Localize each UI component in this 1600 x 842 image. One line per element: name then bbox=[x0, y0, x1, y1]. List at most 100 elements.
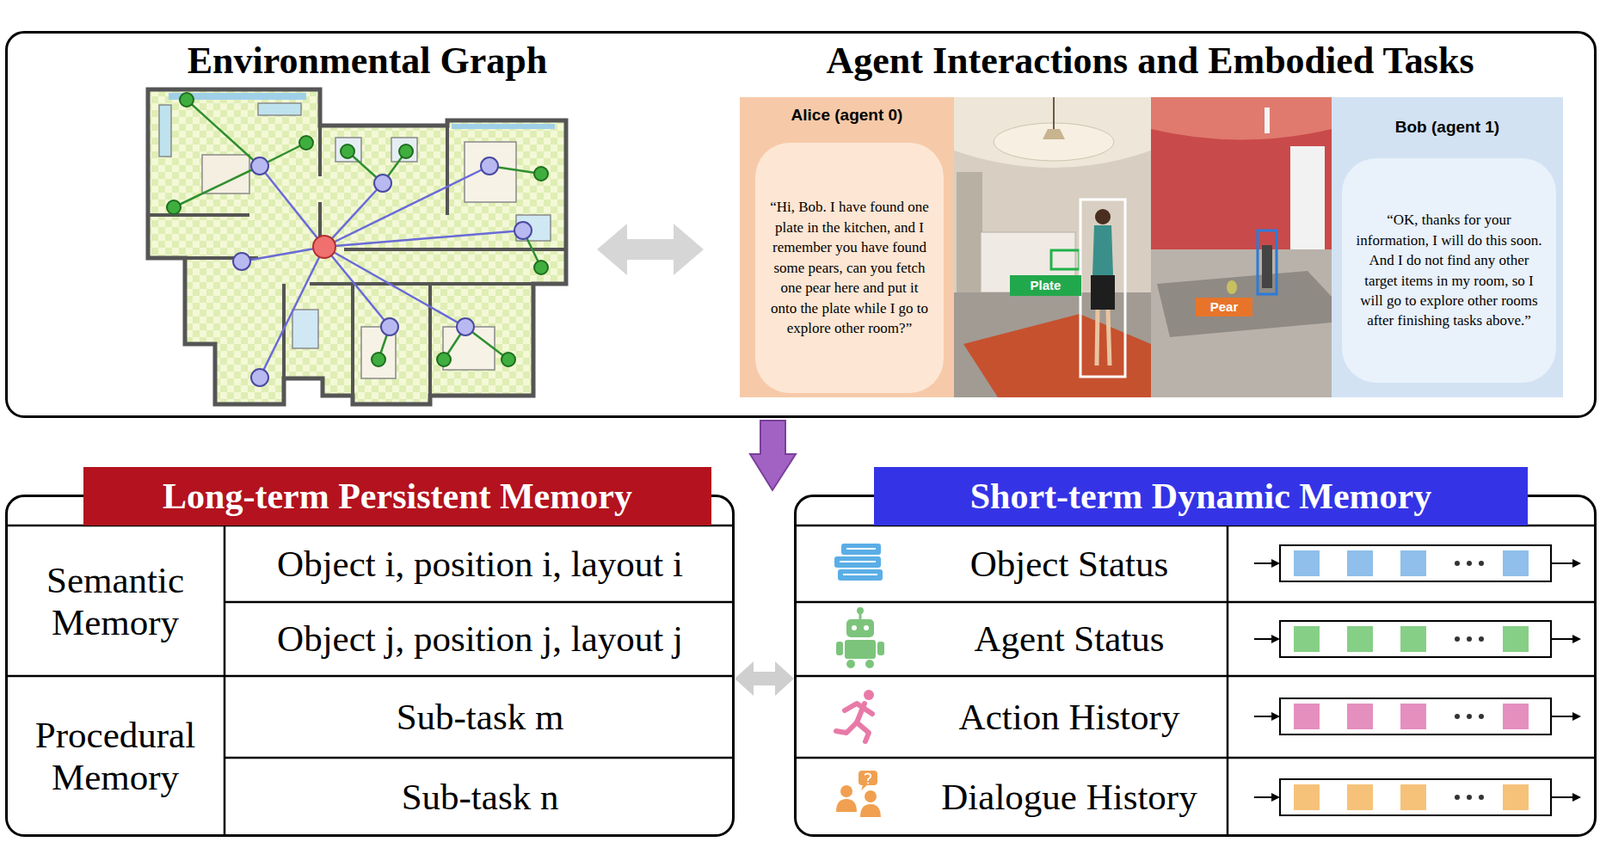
dialogue-icon bbox=[860, 804, 881, 818]
table-cell: Sub-task n bbox=[228, 760, 732, 835]
robot-icon bbox=[846, 619, 874, 638]
dialogue-icon bbox=[836, 799, 857, 813]
object-tag: Plate bbox=[1009, 275, 1082, 296]
double-arrow bbox=[596, 223, 704, 276]
double-arrow bbox=[734, 661, 794, 696]
floor-plan bbox=[241, 246, 325, 262]
table-lines bbox=[796, 601, 1594, 604]
floor-plan bbox=[179, 92, 194, 107]
floor-plan bbox=[292, 309, 319, 349]
floor-plan bbox=[313, 235, 336, 259]
floor-plan bbox=[258, 103, 302, 116]
section-title: Agent Interactions and Embodied Tasks bbox=[737, 38, 1564, 84]
section-title: Environmental Graph bbox=[109, 38, 626, 84]
dialogue-icon bbox=[867, 782, 869, 785]
flow-arrow bbox=[750, 420, 796, 491]
runner-icon bbox=[836, 722, 857, 733]
table-cell: Semantic Memory bbox=[12, 529, 219, 674]
runner-icon bbox=[836, 689, 874, 742]
floor-plan bbox=[318, 89, 322, 177]
table-lines bbox=[224, 756, 733, 760]
alice-scene bbox=[1090, 275, 1115, 310]
floor-plan bbox=[381, 318, 399, 336]
table-cell: Sub-task m bbox=[228, 679, 732, 756]
books-icon bbox=[834, 556, 881, 568]
floor-plan bbox=[436, 352, 451, 367]
queue-bar bbox=[1254, 545, 1580, 816]
table-lines bbox=[223, 525, 227, 835]
floor-plan bbox=[259, 166, 325, 247]
floor-plan bbox=[480, 157, 499, 175]
queue-bar bbox=[1254, 545, 1580, 582]
floor-plan bbox=[451, 123, 555, 130]
floor-plan bbox=[159, 104, 172, 157]
agent-name: Alice (agent 0) bbox=[739, 101, 954, 130]
floor-plan bbox=[147, 89, 567, 396]
floor-plan bbox=[147, 213, 250, 217]
table-cell: Object j, position j, layout j bbox=[228, 604, 732, 674]
agent-panel: Bob (agent 1)“OK, thanks for your inform… bbox=[1331, 97, 1564, 398]
alice-scene bbox=[1052, 97, 1055, 130]
books-icon bbox=[843, 573, 878, 576]
floor-plan bbox=[147, 89, 567, 405]
header-tab: Long-term Persistent Memory bbox=[83, 467, 712, 526]
floor-plan bbox=[251, 369, 269, 387]
floor-plan bbox=[299, 135, 314, 150]
floor-plan bbox=[374, 174, 392, 192]
floor-plan bbox=[324, 183, 383, 247]
dialogue-icon bbox=[836, 770, 881, 818]
table-lines bbox=[7, 525, 1594, 835]
alice-scene bbox=[1080, 199, 1126, 377]
queue-bar bbox=[1254, 621, 1580, 658]
floor-plan bbox=[166, 200, 181, 215]
top-panel: Environmental Graph Agent Interactions an… bbox=[5, 30, 1597, 419]
table-lines bbox=[796, 756, 1594, 760]
table-lines bbox=[224, 601, 733, 604]
robot-icon bbox=[846, 659, 856, 669]
object-tag: Pear bbox=[1195, 297, 1253, 317]
alice-scene bbox=[1095, 209, 1111, 225]
runner-icon bbox=[856, 722, 869, 742]
floor-plan bbox=[428, 283, 432, 396]
books-icon bbox=[834, 543, 883, 581]
floor-plan bbox=[241, 166, 524, 378]
alice-scene bbox=[953, 97, 1151, 398]
bob-scene bbox=[1156, 270, 1332, 338]
floor-plan bbox=[445, 125, 450, 216]
table-cell: Action History bbox=[913, 679, 1225, 756]
table-cell: Object Status bbox=[913, 528, 1225, 600]
floor-plan bbox=[501, 352, 516, 367]
dialogue-icon bbox=[840, 785, 853, 798]
floor-plan bbox=[324, 246, 466, 327]
robot-icon bbox=[863, 625, 869, 631]
floor-plan bbox=[534, 166, 548, 181]
floor-plan bbox=[186, 99, 260, 167]
floor-plan bbox=[399, 144, 413, 159]
floor-plan bbox=[340, 144, 355, 159]
floor-plan bbox=[233, 157, 532, 387]
bob-scene bbox=[1257, 230, 1277, 295]
dialogue-icon bbox=[858, 770, 878, 786]
floor-plan bbox=[173, 166, 260, 208]
table-lines bbox=[7, 675, 733, 678]
bob-scene bbox=[1150, 97, 1332, 398]
floor-plan bbox=[309, 282, 534, 286]
robot-icon bbox=[836, 641, 844, 656]
floor-plan bbox=[259, 246, 325, 378]
robot-icon bbox=[851, 625, 857, 631]
robot-icon bbox=[844, 640, 876, 659]
floor-plan bbox=[233, 252, 251, 271]
robot-icon bbox=[856, 607, 864, 615]
floor-plan bbox=[514, 221, 532, 240]
table-lines bbox=[796, 675, 1594, 678]
dialogue-icon bbox=[864, 790, 877, 803]
speech-bubble: “Hi, Bob. I have found one plate in the … bbox=[755, 142, 944, 394]
alice-scene bbox=[953, 97, 1151, 168]
bob-scene bbox=[1261, 245, 1273, 289]
alice-scene bbox=[1051, 250, 1080, 270]
floor-plan bbox=[371, 352, 386, 367]
alice-scene bbox=[956, 172, 983, 293]
bob-scene bbox=[1150, 249, 1332, 398]
alice-scene bbox=[953, 97, 1151, 398]
